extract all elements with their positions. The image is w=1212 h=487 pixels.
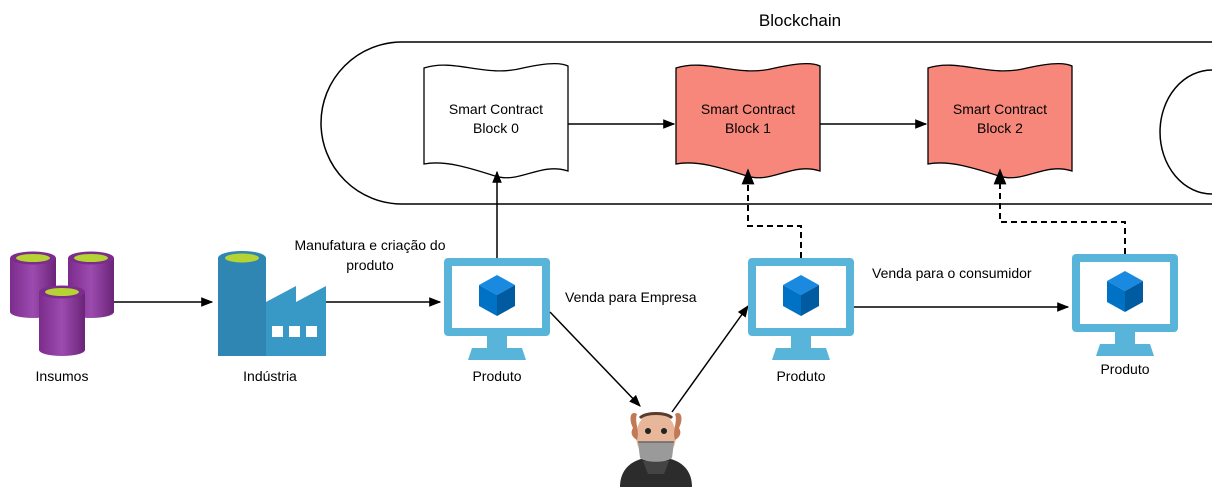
venda-empresa-label: Venda para Empresa [565, 289, 697, 305]
block-1-line1: Smart Contract [701, 101, 795, 117]
block-2-line2: Block 2 [977, 120, 1023, 136]
manufatura-label-line2: produto [346, 257, 394, 273]
factory-icon [218, 251, 326, 356]
arrow-middleman-to-produto2 [671, 305, 749, 413]
block-2-line1: Smart Contract [953, 101, 1047, 117]
produto-2-label: Produto [776, 368, 825, 384]
masked-person-icon [620, 412, 692, 487]
smart-contract-block-2: Smart Contract Block 2 [927, 62, 1073, 179]
smart-contract-block-0: Smart Contract Block 0 [423, 62, 569, 179]
block-2-shape [927, 62, 1073, 179]
produto-1-label: Produto [472, 368, 521, 384]
industria-label: Indústria [243, 368, 297, 384]
dashed-produto3-to-block2 [993, 168, 1126, 254]
monitor-cube-icon [444, 258, 550, 360]
block-1-line2: Block 1 [725, 120, 771, 136]
block-0-line1: Smart Contract [449, 101, 543, 117]
smart-contract-block-1: Smart Contract Block 1 [675, 62, 821, 179]
diagram-title: Blockchain [759, 11, 841, 30]
monitor-cube-icon [748, 258, 854, 360]
manufatura-label-line1: Manufatura e criação do [295, 237, 446, 253]
block-0-line2: Block 0 [473, 120, 519, 136]
block-0-shape [423, 62, 569, 179]
monitor-cube-icon [1072, 254, 1178, 356]
database-cylinders-icon [10, 251, 114, 356]
produto-3-label: Produto [1100, 361, 1149, 377]
dashed-produto2-to-block1 [741, 168, 802, 258]
block-1-shape [675, 62, 821, 179]
insumos-label: Insumos [36, 368, 89, 384]
arrow-produto1-to-middleman [549, 311, 641, 407]
venda-consumidor-label: Venda para o consumidor [872, 265, 1032, 281]
